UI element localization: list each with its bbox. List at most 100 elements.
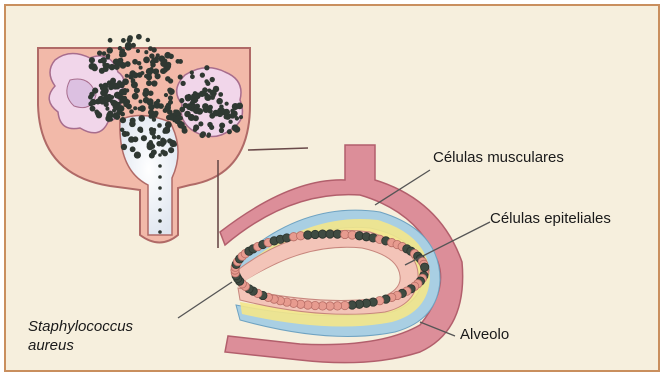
bacterium-dot <box>129 109 134 114</box>
bacterium-dot <box>190 70 194 74</box>
bacterium-dot <box>105 107 109 111</box>
bacterium-dot <box>239 115 243 119</box>
bacterium-dot <box>204 79 208 83</box>
bacterium-dot <box>156 135 161 140</box>
bacterium-dot <box>140 71 144 75</box>
bacterium-dot <box>92 65 98 71</box>
bacterium-dot <box>100 57 107 64</box>
bacterium-dot <box>137 107 141 111</box>
bacterium-dot <box>133 106 137 110</box>
bacterium-dot <box>114 92 121 99</box>
bacterium-dot <box>132 136 138 142</box>
bacterium-dot <box>219 128 224 133</box>
bacterium-dot <box>131 81 138 88</box>
bacterium-dot <box>168 114 174 120</box>
bacterium-dot <box>173 112 177 116</box>
bacterium-dot <box>217 108 223 114</box>
bacterium-dot <box>114 64 120 70</box>
bacterium-dot <box>100 85 106 91</box>
bacterium-dot <box>167 87 172 92</box>
bacterium-dot <box>168 78 173 83</box>
bacterium-dot <box>151 47 156 52</box>
label-muscle-cells: Células musculares <box>433 149 564 166</box>
bacterium-dot <box>150 61 154 65</box>
bacterium-dot <box>180 81 185 86</box>
bacterium-dot <box>164 104 171 111</box>
bacterium-dot <box>129 70 136 77</box>
bacterium-dot <box>216 98 223 105</box>
bacterium-dot <box>198 121 203 126</box>
bacterium-dot <box>146 80 152 86</box>
bacterium-dot <box>125 42 132 49</box>
bacterium-dot <box>97 51 102 56</box>
bacterium-dot <box>151 149 157 155</box>
bacterium-dot <box>88 95 93 100</box>
bacterium-dot <box>156 141 162 147</box>
bacterium-dot <box>146 38 150 42</box>
bacterium-dot <box>204 65 209 70</box>
bacterium-dot <box>101 98 106 103</box>
bacterium-dot <box>122 131 128 137</box>
bacterium-dot <box>156 53 160 57</box>
bacterium-dot <box>143 56 150 63</box>
bacterium-dot <box>144 50 148 54</box>
bacterium-dot <box>136 49 140 53</box>
bacterium-dot <box>158 219 162 223</box>
bacterium-dot <box>139 66 143 70</box>
bacterium-dot <box>421 263 429 271</box>
bacterium-dot <box>147 72 152 77</box>
bacterium-dot <box>125 99 130 104</box>
bacterium-dot <box>190 101 194 105</box>
bacterium-dot <box>90 106 96 112</box>
label-alveolus: Alveolo <box>460 326 509 343</box>
bacterium-dot <box>206 134 210 138</box>
bacterium-dot <box>105 116 111 122</box>
bacterium-dot <box>193 127 198 132</box>
bacterium-dot <box>137 61 142 66</box>
bacterium-dot <box>172 142 177 147</box>
bacterium-dot <box>200 131 206 137</box>
bacterium-dot <box>218 92 223 97</box>
bacterium-dot <box>119 99 123 103</box>
bacterium-dot <box>120 112 125 117</box>
bacterium-dot <box>223 109 230 116</box>
bacterium-dot <box>90 99 97 106</box>
bacterium-dot <box>112 103 119 110</box>
bacterium-dot <box>228 120 232 124</box>
bacterium-dot <box>147 98 153 104</box>
bacterium-dot <box>113 112 120 119</box>
bacterium-dot <box>174 118 180 124</box>
bacterium-dot <box>152 117 156 121</box>
bacterium-dot <box>164 93 168 97</box>
bacterium-dot <box>158 186 162 190</box>
bacterium-dot <box>209 113 215 119</box>
bacterium-dot <box>168 147 174 153</box>
bacterium-dot <box>108 38 113 43</box>
bacterium-dot <box>164 68 168 72</box>
label-bacteria-line1: Staphylococcus <box>28 318 133 335</box>
bacterium-dot <box>153 68 159 74</box>
bacterium-dot <box>120 117 126 123</box>
bacterium-dot <box>103 66 109 72</box>
bacterium-dot <box>89 57 95 63</box>
bacterium-dot <box>107 110 113 116</box>
bacterium-dot <box>148 90 154 96</box>
bacterium-dot <box>132 93 139 100</box>
bacterium-dot <box>191 116 196 121</box>
bacterium-dot <box>166 62 172 68</box>
bacterium-dot <box>158 175 162 179</box>
bacterium-dot <box>158 208 162 212</box>
bacterium-dot <box>149 110 154 115</box>
bacterium-dot <box>107 47 113 53</box>
bacterium-dot <box>233 126 240 133</box>
bacterium-dot <box>130 146 136 152</box>
bacterium-dot <box>207 122 213 128</box>
bacterium-dot <box>168 54 173 59</box>
bacterium-dot <box>126 104 130 108</box>
bacterium-dot <box>203 106 210 113</box>
bacterium-dot <box>195 104 200 109</box>
bacterium-dot <box>225 102 229 106</box>
bacterium-dot <box>227 129 232 134</box>
bacterium-dot <box>210 77 215 82</box>
bacterium-dot <box>106 56 110 60</box>
